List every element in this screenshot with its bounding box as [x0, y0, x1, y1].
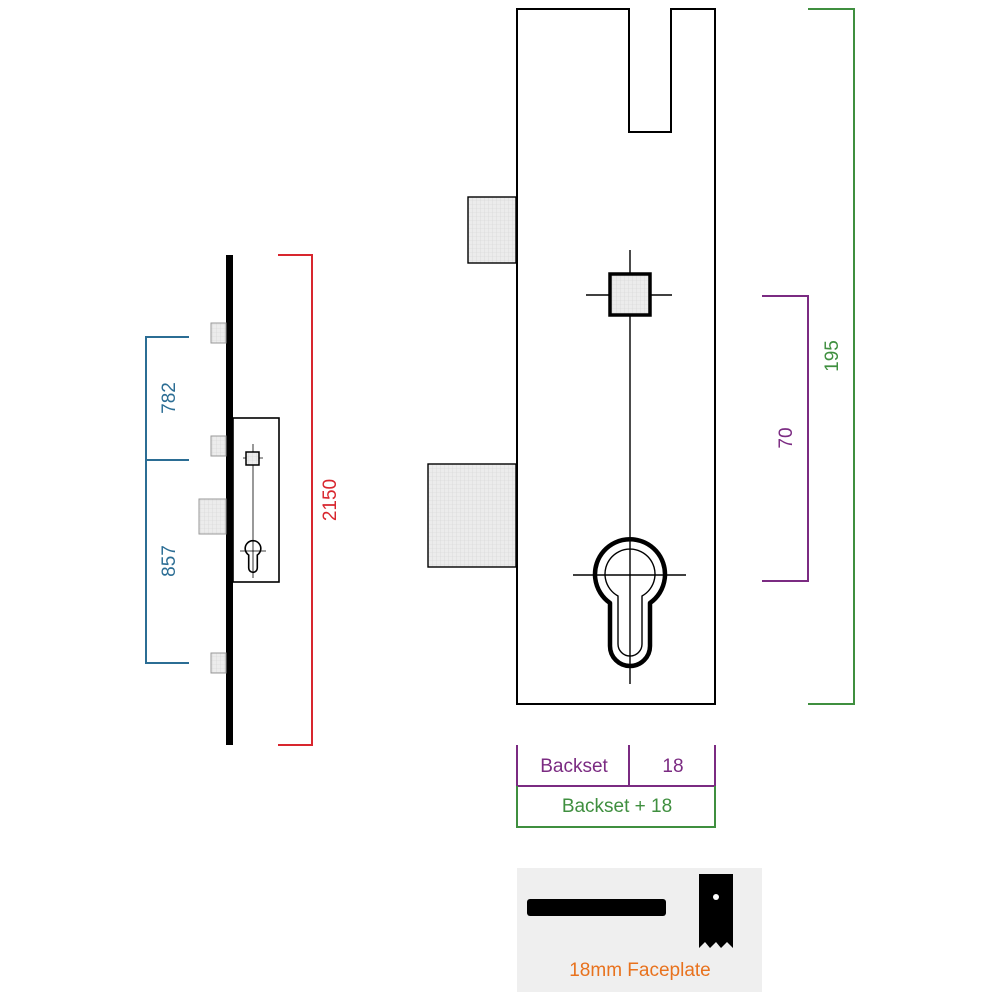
- faceplate-legend: 18mm Faceplate: [517, 868, 762, 992]
- spindle-square: [608, 272, 652, 317]
- gearbox-case-small: [232, 417, 280, 583]
- faceplate-profile-icon: [527, 899, 666, 916]
- faceplate-caption: 18mm Faceplate: [569, 960, 711, 981]
- lock-case-detail: [427, 8, 716, 705]
- centres-dimension: 70: [762, 295, 809, 582]
- backset-dimensions: Backset 18 Backset + 18: [516, 745, 716, 828]
- lower-spacing-label: 857: [159, 545, 180, 577]
- multipoint-lock-overview: [198, 255, 280, 745]
- upper-spacing-label: 782: [159, 382, 180, 414]
- backset-total-label: Backset + 18: [562, 796, 672, 817]
- overall-height-label: 2150: [320, 479, 341, 521]
- lower-hook: [210, 652, 227, 674]
- lock-case-outline: [516, 8, 716, 705]
- upper-hook: [210, 322, 227, 344]
- overall-height-dimension: 2150: [278, 254, 341, 746]
- deadbolt: [427, 463, 517, 568]
- case-height-dimension: 195: [808, 8, 855, 705]
- faceplate-bar: [226, 255, 233, 745]
- latch-bolt: [467, 196, 517, 264]
- case-height-label: 195: [822, 340, 843, 372]
- mid-hook: [210, 435, 227, 457]
- hook-spacing-dimensions: 782 857: [145, 336, 189, 664]
- faceplate-edge-icon: [699, 874, 733, 948]
- spindle-square-small: [245, 451, 260, 466]
- deadbolt-small: [198, 498, 227, 535]
- faceplate-offset-label: 18: [662, 756, 683, 777]
- centres-label: 70: [776, 427, 797, 448]
- euro-cylinder-cutout: [592, 537, 668, 669]
- backset-label: Backset: [540, 756, 608, 777]
- cylinder-keyhole-small: [244, 539, 262, 574]
